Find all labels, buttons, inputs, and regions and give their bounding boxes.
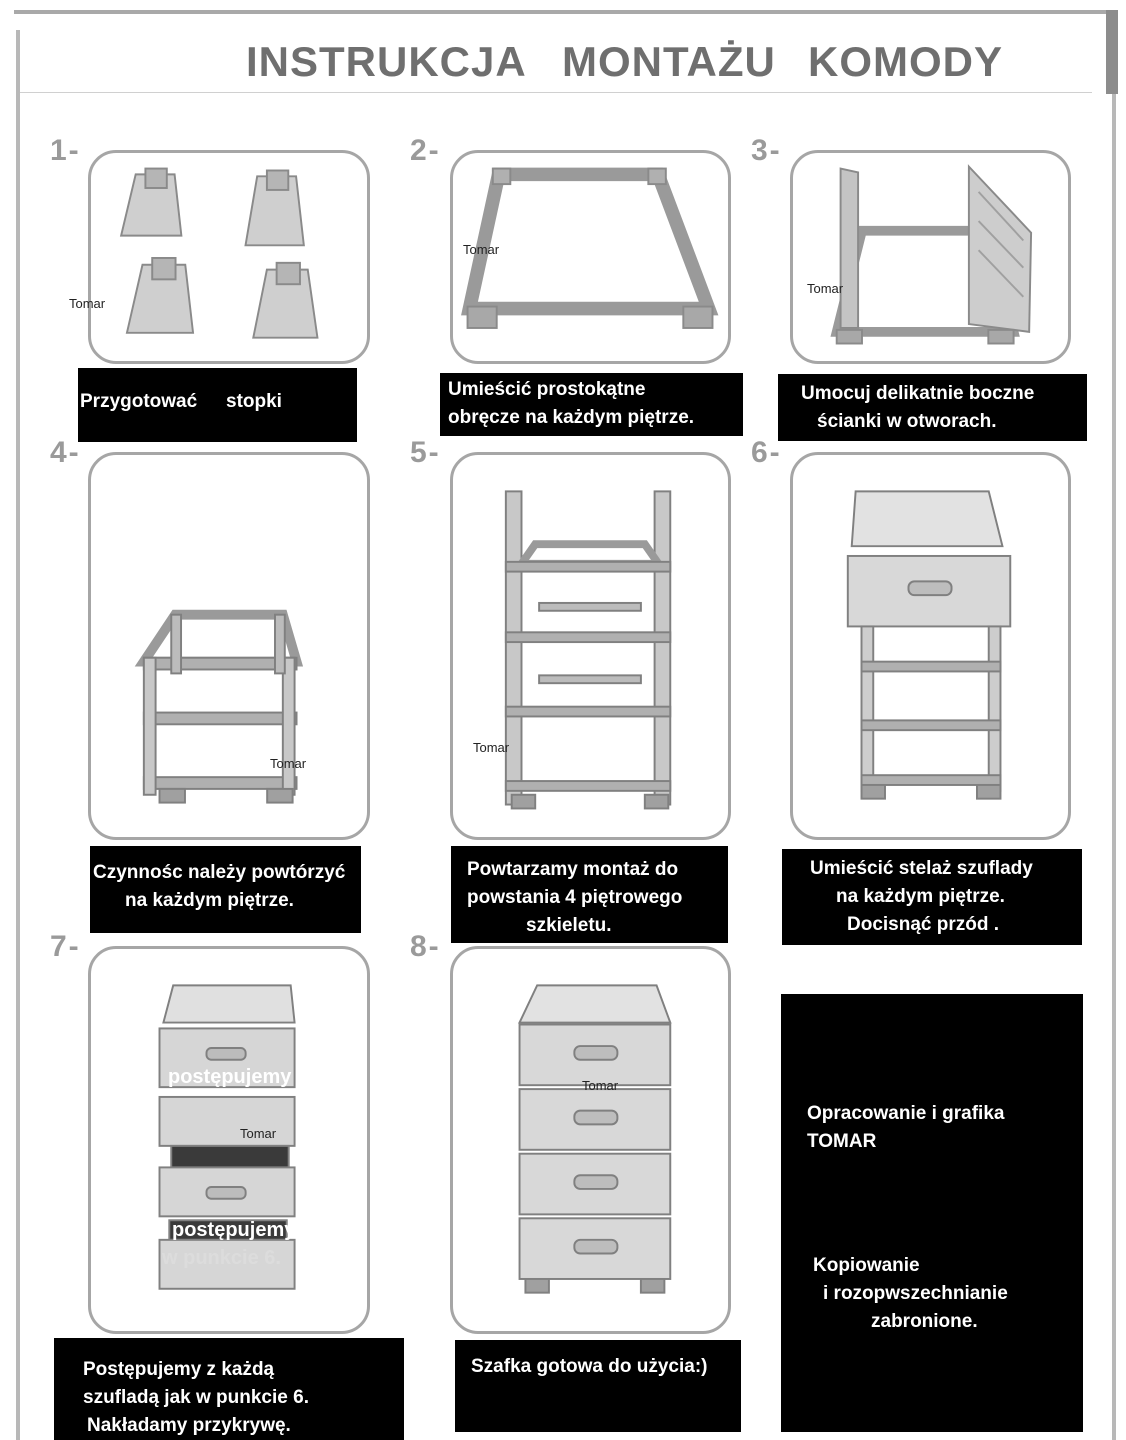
credits-line-4: i rozopwszechnianie	[823, 1283, 1008, 1304]
side-walls-frame-icon	[830, 164, 1033, 345]
step-3-caption-line-1: Umocuj delikatnie boczne	[801, 383, 1035, 404]
step-7-watermark: Tomar	[240, 1126, 277, 1141]
drawers-insertion-icon	[158, 984, 296, 1290]
step-2-caption: Umieścić prostokątne obręcze na każdym p…	[440, 373, 743, 436]
step-7-caption-line-3: Nakładamy przykrywę.	[87, 1415, 291, 1436]
two-level-frame-icon	[134, 609, 304, 804]
step-5-caption: Powtarzamy montaż do powstania 4 piętrow…	[451, 846, 728, 943]
step-3-watermark: Tomar	[807, 281, 844, 296]
finished-chest-of-drawers-icon	[518, 984, 672, 1294]
step-5-caption-line-3: szkieletu.	[526, 915, 612, 936]
step-2-illustration	[450, 150, 731, 364]
drawer-frame-icon	[846, 490, 1012, 800]
step-7-number: 7-	[50, 930, 81, 963]
step-7-caption: Postępujemy z każdą szufladą jak w punkc…	[54, 1338, 404, 1440]
step-7-overlay-text-3: w punkcie 6.	[162, 1247, 281, 1269]
step-6-caption-line-1: Umieścić stelaż szuflady	[810, 858, 1033, 879]
title-word-montazu: MONTAŻU	[562, 38, 776, 85]
step-6-caption-line-3: Docisnąć przód .	[847, 914, 1000, 935]
step-8-illustration	[450, 946, 731, 1334]
step-5-number: 5-	[410, 436, 441, 469]
step-1-number: 1-	[50, 134, 81, 167]
four-level-skeleton-icon	[504, 490, 672, 810]
step-8-caption: Szafka gotowa do użycia:)	[455, 1340, 741, 1432]
step-8-number: 8-	[410, 930, 441, 963]
step-1-caption: Przygotować stopki	[78, 368, 357, 442]
step-7-caption-line-2: szufladą jak w punkcie 6.	[83, 1387, 309, 1408]
credits-line-3: Kopiowanie	[813, 1255, 920, 1276]
step-7-illustration	[88, 946, 370, 1334]
step-6-caption: Umieścić stelaż szuflady na każdym piętr…	[782, 849, 1082, 945]
step-8-watermark: Tomar	[582, 1078, 619, 1093]
step-6-illustration	[790, 452, 1071, 840]
step-3-caption-line-2: ścianki w otworach.	[817, 411, 997, 432]
title-word-instrukcja: INSTRUKCJA	[246, 38, 527, 85]
title-word-komody: KOMODY	[808, 38, 1003, 85]
step-3-caption: Umocuj delikatnie boczne ścianki w otwor…	[778, 374, 1087, 441]
step-4-caption: Czynnośc należy powtórzyć na każdym pięt…	[90, 846, 361, 933]
step-7-caption-line-1: Postępujemy z każdą	[83, 1359, 275, 1380]
step-6-caption-line-2: na każdym piętrze.	[836, 886, 1005, 907]
step-3-number: 3-	[751, 134, 782, 167]
step-8-caption-line-1: Szafka gotowa do użycia:)	[471, 1356, 708, 1377]
credits-panel: Opracowanie i grafika TOMAR Kopiowanie i…	[781, 994, 1083, 1432]
step-6-number: 6-	[751, 436, 782, 469]
step-1-caption-line-1: Przygotować	[80, 391, 198, 412]
page-frame-left	[16, 30, 20, 1440]
credits-line-1: Opracowanie i grafika	[807, 1103, 1005, 1124]
step-5-caption-line-1: Powtarzamy montaż do	[467, 859, 679, 880]
page-frame-corner	[1106, 10, 1118, 94]
furniture-feet-icon	[119, 167, 319, 339]
credits-line-5: zabronione.	[871, 1311, 978, 1332]
step-2-number: 2-	[410, 134, 441, 167]
step-7-overlay-text-2: postępujemy	[172, 1219, 296, 1241]
step-5-illustration	[450, 452, 731, 840]
step-4-watermark: Tomar	[270, 756, 307, 771]
step-4-caption-line-2: na każdym piętrze.	[125, 890, 294, 911]
step-4-illustration	[88, 452, 370, 840]
step-1-watermark: Tomar	[69, 296, 106, 311]
credits-line-2: TOMAR	[807, 1131, 877, 1152]
step-7-overlay-text-1: postępujemy	[168, 1066, 292, 1088]
rectangular-frame-icon	[461, 167, 719, 329]
step-2-caption-line-1: Umieścić prostokątne	[448, 379, 646, 400]
page-frame-right	[1112, 10, 1116, 1440]
step-4-number: 4-	[50, 436, 81, 469]
title-divider	[20, 92, 1092, 93]
page-frame-top	[14, 10, 1118, 14]
step-2-caption-line-2: obręcze na każdym piętrze.	[448, 407, 695, 428]
step-5-watermark: Tomar	[473, 740, 510, 755]
step-5-caption-line-2: powstania 4 piętrowego	[467, 887, 683, 908]
step-3-illustration	[790, 150, 1071, 364]
step-1-caption-line-2: stopki	[226, 391, 282, 412]
step-4-caption-line-1: Czynnośc należy powtórzyć	[93, 862, 346, 883]
step-1-illustration	[88, 150, 370, 364]
step-2-watermark: Tomar	[463, 242, 500, 257]
